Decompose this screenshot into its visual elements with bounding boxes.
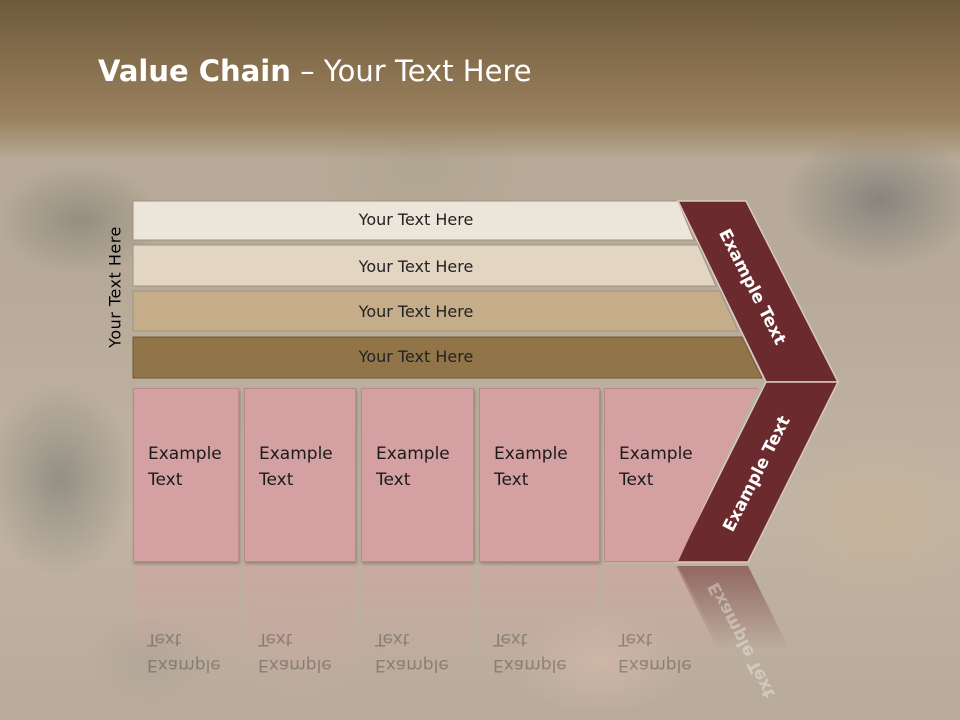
box-1-reflection-line2: Text	[147, 629, 182, 649]
box-4-reflection-line1: Example	[493, 655, 567, 675]
box-5-line1: Example	[619, 444, 693, 464]
box-1-line2: Text	[148, 470, 183, 490]
box-2-line1: Example	[259, 444, 333, 464]
box-1-reflection-line1: Example	[147, 655, 221, 675]
bar-2-label: Your Text Here	[358, 257, 474, 276]
box-2-reflection-line1: Example	[258, 655, 332, 675]
box-4-reflection-text: Example Text	[493, 626, 567, 678]
box-4-reflection-line2: Text	[493, 629, 528, 649]
box-4-line1: Example	[494, 444, 568, 464]
box-3-reflection: Example Text	[361, 566, 474, 716]
box-2-line2: Text	[259, 470, 294, 490]
box-2-reflection-text: Example Text	[258, 626, 332, 678]
bar-3[interactable]: Your Text Here	[132, 290, 739, 332]
bar-1-label: Your Text Here	[358, 210, 474, 229]
box-1-line1: Example	[148, 444, 222, 464]
slide-title[interactable]: Value Chain – Your Text Here	[98, 54, 532, 88]
box-2-reflection: Example Text	[244, 566, 356, 716]
bar-1[interactable]: Your Text Here	[132, 200, 695, 241]
box-3-reflection-line2: Text	[375, 629, 410, 649]
box-3-line1: Example	[376, 444, 450, 464]
box-2-reflection-line2: Text	[258, 629, 293, 649]
bar-4-label: Your Text Here	[358, 347, 474, 366]
box-4-reflection: Example Text	[479, 566, 600, 716]
box-5-reflection-line2: Text	[618, 629, 653, 649]
bar-4[interactable]: Your Text Here	[132, 336, 763, 379]
box-1-reflection: Example Text	[133, 566, 239, 716]
box-3-reflection-text: Example Text	[375, 626, 449, 678]
box-5-reflection-line1: Example	[618, 655, 692, 675]
title-rest: – Your Text Here	[290, 54, 532, 88]
header-band	[0, 0, 960, 160]
box-1-reflection-text: Example Text	[147, 626, 221, 678]
bar-2[interactable]: Your Text Here	[132, 244, 717, 287]
box-5-reflection-text: Example Text	[618, 626, 692, 678]
chevron-reflection	[676, 566, 800, 670]
bar-3-label: Your Text Here	[358, 302, 474, 321]
box-5-line2: Text	[619, 470, 654, 490]
box-4-line2: Text	[494, 470, 529, 490]
title-bold: Value Chain	[98, 54, 291, 88]
box-3-line2: Text	[376, 470, 411, 490]
box-3-reflection-line1: Example	[375, 655, 449, 675]
